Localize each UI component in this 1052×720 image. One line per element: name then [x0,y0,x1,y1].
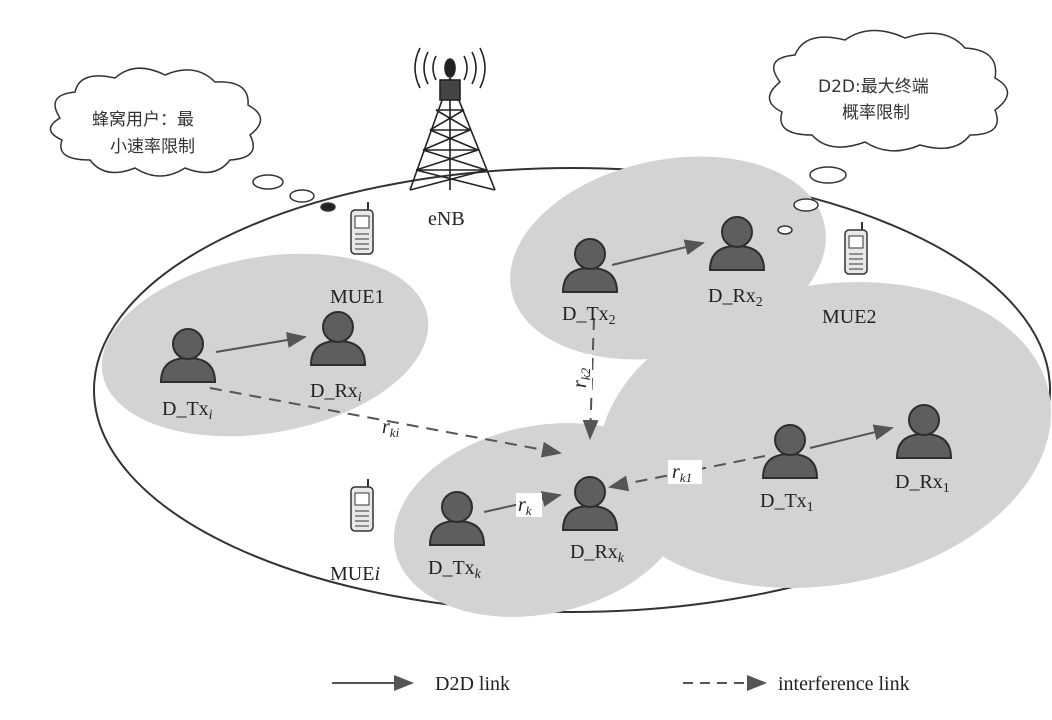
interference-link-1 [608,455,766,492]
mue1-phone-icon [350,201,374,255]
enb-label: eNB [428,208,465,230]
d2d-link-i [215,332,307,353]
legend-interference-label: interference link [778,673,910,695]
legend-d2d-label: D2D link [435,673,510,695]
cellular-cloud-line2: 小速率限制 [110,137,195,157]
rk1-label-bg [668,460,702,484]
label-tx-2: D_Tx2 [562,303,616,328]
label-tx-i: D_Txi [162,398,213,423]
cellular-constraint-cloud [49,67,336,212]
label-rx-1: D_Rx1 [895,471,950,496]
d2d-cloud-line2: 概率限制 [842,103,910,123]
label-rx-k: D_Rxk [570,541,625,566]
cluster-i [101,253,429,437]
label-rk1: rk1 [672,461,692,485]
muei-phone-icon [350,478,374,532]
label-rki: rki [382,416,400,440]
rk2-label-bg [568,354,592,394]
mue2-phone-icon [844,221,868,275]
mue1-label: MUE1 [330,286,384,308]
label-rx-i: D_Rxi [310,380,362,405]
mue2-label: MUE2 [822,306,876,328]
label-rx-2: D_Rx2 [708,285,763,310]
rk-label-bg [516,493,542,517]
cell-boundary [93,167,1051,613]
label-tx-k: D_Txk [428,557,482,582]
label-rk2: rk2 [569,367,593,388]
label-tx-1: D_Tx1 [760,490,814,515]
d2d-cloud-line1: D2D:最大终端 [818,77,929,97]
d2d-constraint-cloud [768,29,1009,235]
muei-label: MUEi [330,563,380,585]
d2d-link-2 [611,239,705,266]
legend: D2D link interference link [332,673,910,695]
cellular-cloud-line1: 蜂窝用户：最 [92,110,194,130]
label-rk: rk [518,494,532,518]
cluster-1 [598,282,1052,588]
d2d-link-1 [809,424,894,449]
cluster-k [393,423,687,617]
enb-tower-icon [409,47,496,191]
